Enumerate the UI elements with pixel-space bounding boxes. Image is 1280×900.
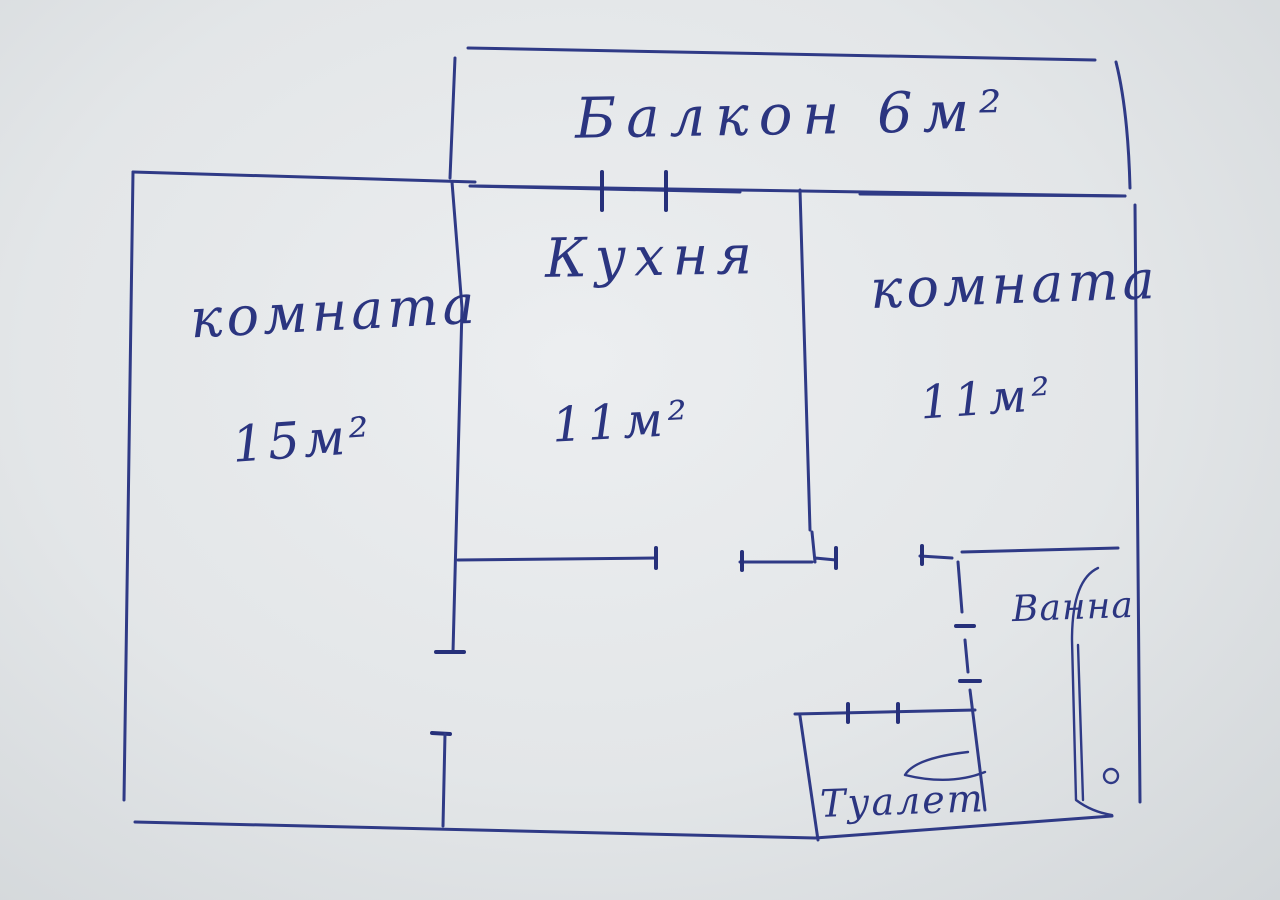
partition-left-room	[450, 180, 464, 654]
outer-wall-right	[1133, 203, 1142, 804]
drain-icon	[1102, 767, 1120, 785]
kitchen-name: Кухня	[544, 223, 761, 290]
kitchen-right-wall	[798, 188, 812, 532]
door-tick	[430, 731, 452, 736]
balcony-wall	[448, 46, 1132, 198]
kitchen-area: 11м²	[550, 390, 694, 454]
outer-wall-top	[131, 170, 1127, 198]
right-room-area: 11м²	[918, 366, 1057, 430]
left-room-area: 15м²	[230, 406, 375, 474]
balcony-label: Балкон 6м²	[574, 79, 1013, 152]
toilet-name: Туалет	[819, 776, 986, 826]
partition-left-room-lower	[441, 732, 447, 828]
outer-wall-left	[122, 170, 135, 802]
left-room-name: комната	[188, 272, 481, 351]
outer-wall-bottom	[133, 814, 1114, 840]
kitchen-bottom-wall	[456, 530, 838, 564]
toilet-bowl-sketch	[903, 750, 987, 781]
right-room-name: комната	[868, 247, 1160, 322]
right-room-bottom-wall	[918, 546, 1120, 560]
bathtub-sketch	[1070, 566, 1114, 817]
toilet-walls	[793, 708, 977, 842]
bathroom-name: Ванна	[1011, 584, 1135, 631]
